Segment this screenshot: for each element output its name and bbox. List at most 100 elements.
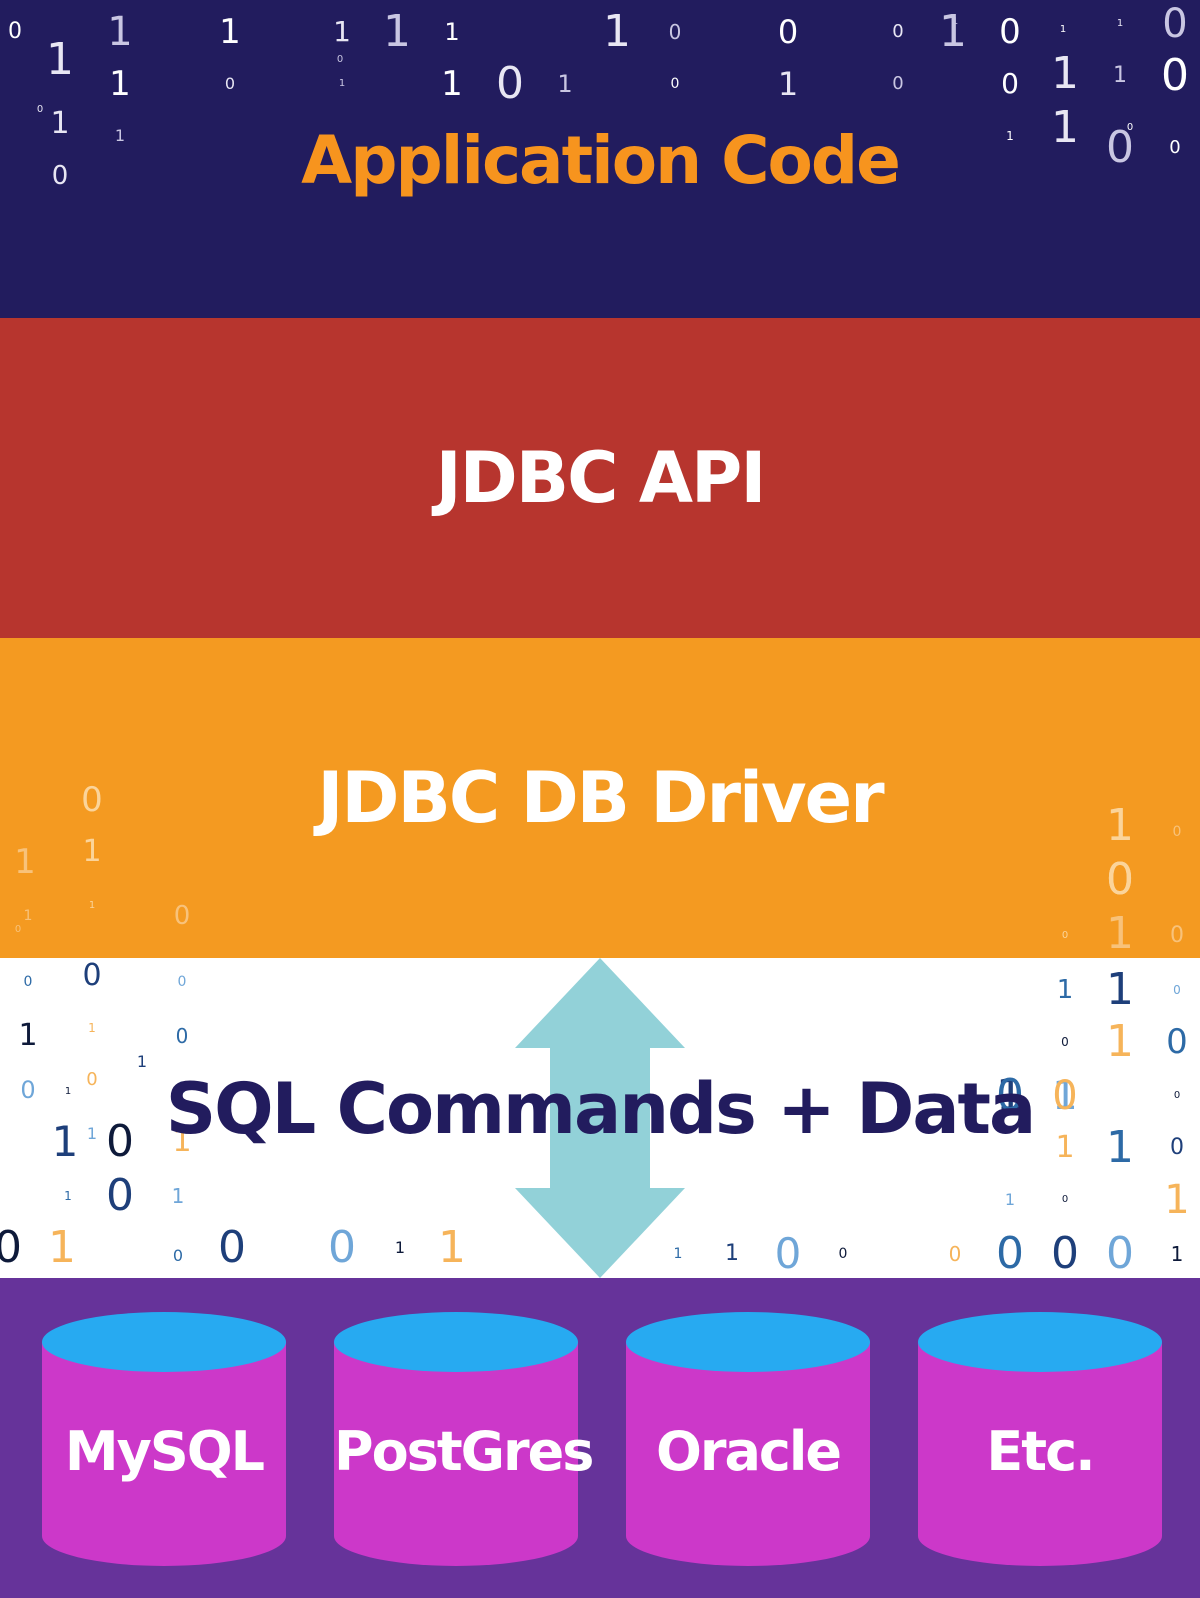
bidirectional-arrow-icon (515, 958, 685, 1278)
binary-digit: 0 (996, 1228, 1024, 1279)
binary-digit: 1 (1056, 975, 1074, 1005)
binary-digit: 0 (774, 1229, 802, 1278)
binary-digit: 1 (333, 15, 351, 48)
jdbc-driver-layer: JDBC DB Driver (0, 638, 1200, 958)
binary-digit: 1 (14, 842, 36, 882)
binary-digit: 0 (1106, 122, 1134, 173)
binary-digit: 0 (892, 73, 904, 94)
binary-digit: 0 (82, 958, 102, 993)
jdbc-api-layer: JDBC API (0, 318, 1200, 638)
database-label-oracle: Oracle (655, 1420, 842, 1483)
binary-digit: 0 (838, 1246, 848, 1262)
jdbc-api-label: JDBC API (435, 437, 767, 519)
binary-digit: 0 (36, 104, 44, 115)
binary-digit: 0 (1052, 1073, 1078, 1119)
binary-digit: 0 (1170, 923, 1184, 948)
binary-digit: 0 (172, 1246, 184, 1265)
binary-digit: 1 (82, 834, 102, 869)
binary-digit: 0 (892, 21, 904, 42)
binary-digit: 0 (106, 1170, 134, 1221)
database-cylinder-postgres: PostGres (334, 1310, 594, 1568)
binary-digit: 0 (175, 1024, 189, 1048)
binary-digit: 1 (107, 9, 133, 55)
binary-digit: 0 (0, 1222, 22, 1273)
binary-digit: 1 (1106, 964, 1134, 1015)
database-cylinder-oracle: Oracle (626, 1310, 870, 1568)
database-cylinder-etc: Etc. (918, 1310, 1162, 1568)
binary-digit: 1 (1051, 48, 1079, 99)
database-cylinder-mysql: MySQL (42, 1310, 286, 1568)
binary-digit: 0 (948, 1242, 962, 1266)
binary-digit: 0 (1001, 67, 1019, 100)
binary-digit: 0 (328, 1222, 356, 1273)
sql-commands-label: SQL Commands + Data (165, 1068, 1037, 1150)
database-cylinder-icon (334, 1312, 578, 1566)
binary-digit: 1 (64, 1189, 72, 1203)
binary-digit: 0 (996, 1070, 1024, 1121)
binary-digit: 1 (1052, 1073, 1078, 1119)
binary-digit: 1 (51, 1117, 79, 1166)
database-label-mysql: MySQL (64, 1420, 265, 1483)
application-code-layer: Application Code (0, 0, 1200, 318)
binary-digit: 1 (88, 900, 96, 911)
binary-digit: 1 (394, 1238, 406, 1257)
binary-digit: 1 (88, 1021, 96, 1035)
binary-digit: 0 (1061, 930, 1069, 941)
binary-digit: 1 (23, 908, 33, 924)
binary-digit: 1 (603, 6, 631, 57)
binary-digit: 0 (1170, 1135, 1184, 1160)
binary-digit: 1 (725, 1241, 739, 1266)
binary-digit: 1 (86, 1124, 98, 1143)
binary-digit: 1 (1106, 1122, 1134, 1173)
binary-digit: 1 (64, 1086, 72, 1097)
binary-digit: 0 (1126, 122, 1134, 133)
binary-digit: 0 (1161, 50, 1189, 101)
binary-digit: 0 (81, 780, 103, 820)
binary-digit: 0 (51, 161, 69, 191)
binary-digit: 0 (176, 1078, 188, 1097)
binary-digit: 0 (1172, 824, 1182, 840)
binary-digit: 0 (496, 58, 524, 109)
binary-digit: 1 (109, 64, 131, 104)
binary-digit: 1 (114, 126, 126, 145)
database-label-postgres: PostGres (334, 1420, 594, 1483)
binary-digit: 1 (777, 65, 799, 103)
binary-digit: 1 (172, 1124, 192, 1159)
binary-digit: 0 (1173, 1090, 1181, 1101)
binary-digit: 0 (1166, 1022, 1188, 1062)
binary-digit: 1 (441, 64, 463, 104)
binary-digit: 1 (1116, 18, 1124, 29)
binary-digit: 1 (1113, 63, 1127, 88)
binary-digit: 1 (18, 1018, 38, 1053)
binary-digit: 1 (1106, 1016, 1134, 1067)
binary-digit: 0 (173, 901, 191, 931)
binary-digit: 0 (1051, 1228, 1079, 1279)
binary-digit: 0 (336, 54, 344, 65)
binary-digit: 0 (177, 974, 187, 990)
binary-digit: 0 (14, 924, 22, 935)
binary-digit: 1 (50, 106, 70, 141)
database-label-etc: Etc. (986, 1420, 1095, 1483)
binary-digit: 1 (171, 1184, 185, 1208)
binary-digit: 1 (1106, 800, 1134, 851)
database-cylinder-icon (42, 1312, 286, 1566)
binary-digit: 1 (1164, 1177, 1190, 1223)
binary-digit: 1 (951, 16, 959, 27)
binary-digit: 1 (996, 1070, 1024, 1121)
binary-digit: 0 (1106, 854, 1134, 905)
binary-digit: 0 (1106, 1228, 1134, 1279)
binary-digit: 1 (383, 6, 411, 57)
binary-digit: 0 (1061, 1194, 1069, 1205)
binary-digit: 1 (1051, 102, 1079, 153)
database-cylinder-icon (918, 1312, 1162, 1566)
binary-digit: 0 (23, 974, 33, 990)
binary-digit: 1 (136, 1052, 148, 1071)
database-cylinder-icon (626, 1312, 870, 1566)
binary-digit: 0 (1173, 983, 1181, 997)
binary-digit: 1 (1106, 908, 1134, 959)
binary-digit: 0 (8, 19, 22, 44)
binary-digit: 0 (1106, 854, 1134, 905)
binary-digit: 1 (557, 70, 573, 98)
binary-digit: 1 (939, 6, 967, 57)
